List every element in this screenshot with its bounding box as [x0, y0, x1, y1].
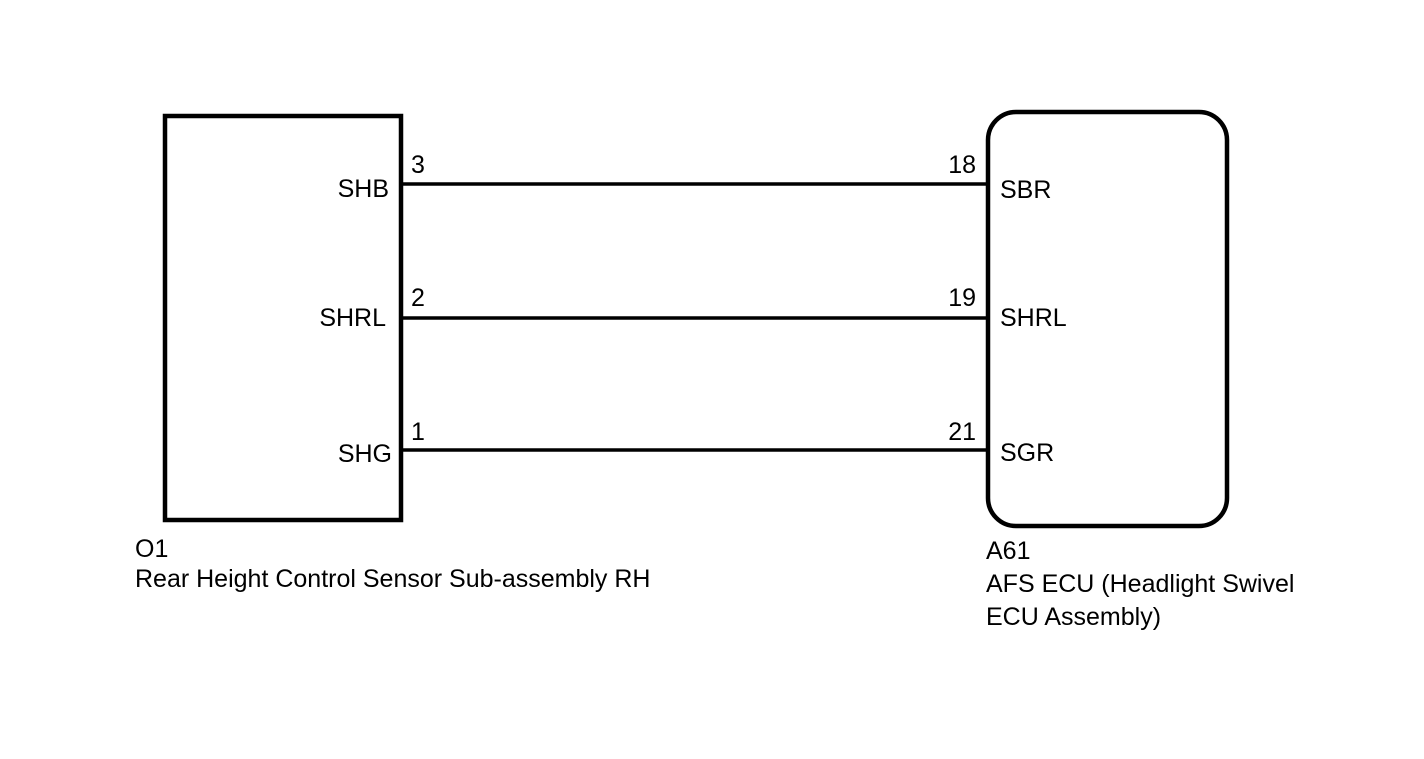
right-pin-19: 19 — [948, 284, 976, 312]
right-pin-18: 18 — [948, 151, 976, 179]
ecu-name-line1: AFS ECU (Headlight Swivel — [986, 570, 1294, 598]
left-signal-shg: SHG — [338, 440, 392, 468]
left-pin-1: 1 — [411, 418, 425, 446]
ecu-code: A61 — [986, 537, 1030, 565]
left-signal-shrl: SHRL — [319, 304, 386, 332]
sensor-code: O1 — [135, 535, 168, 563]
sensor-name: Rear Height Control Sensor Sub-assembly … — [135, 565, 651, 593]
right-signal-shrl: SHRL — [1000, 304, 1067, 332]
right-signal-sgr: SGR — [1000, 439, 1054, 467]
right-signal-sbr: SBR — [1000, 176, 1051, 204]
ecu-name-line2: ECU Assembly) — [986, 603, 1161, 631]
left-pin-2: 2 — [411, 284, 425, 312]
right-pin-21: 21 — [948, 418, 976, 446]
left-pin-3: 3 — [411, 151, 425, 179]
left-signal-shb: SHB — [338, 175, 389, 203]
